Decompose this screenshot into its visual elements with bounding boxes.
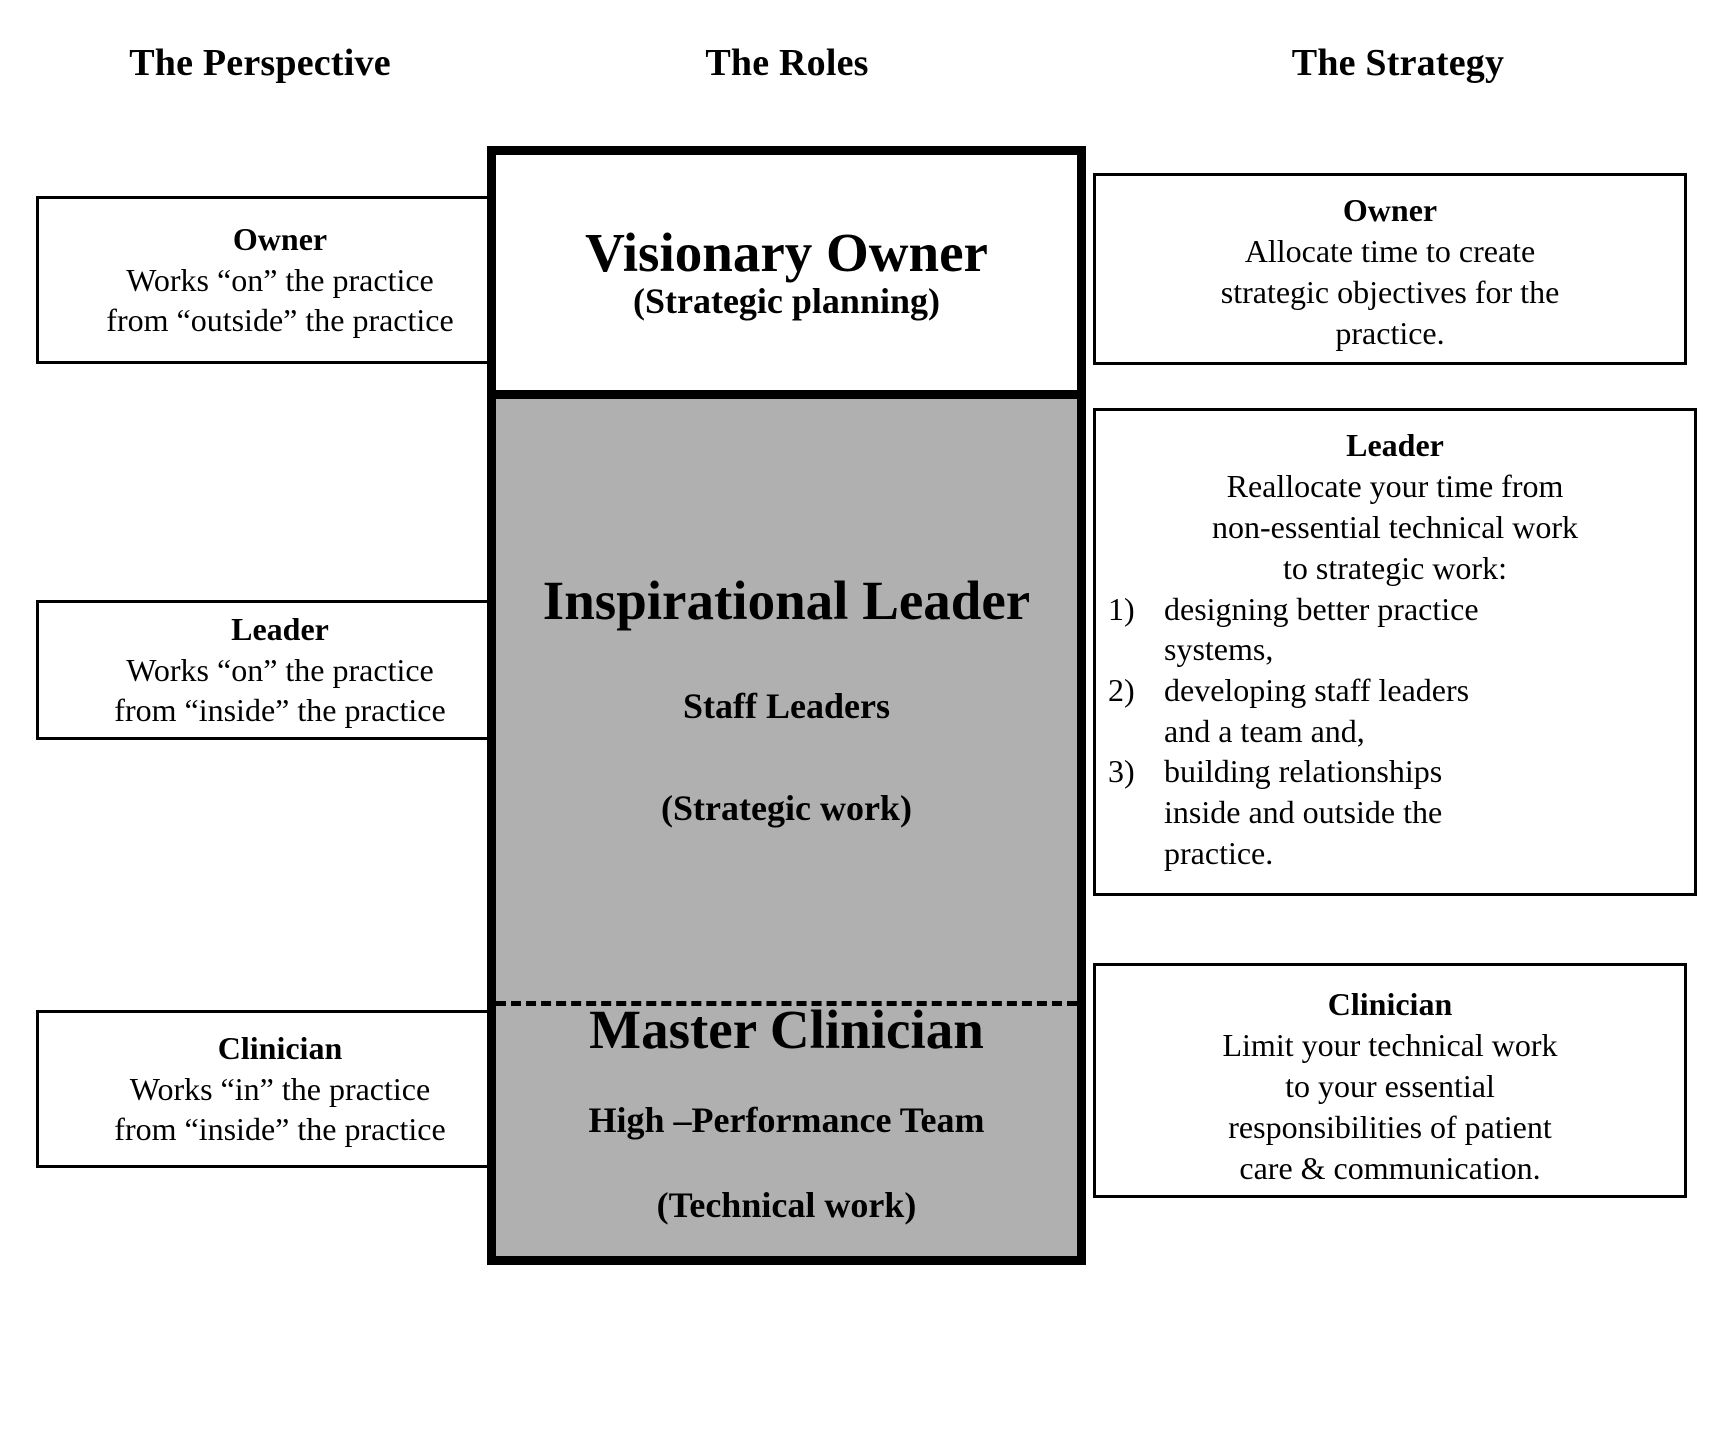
strategy-owner-title: Owner [1342, 192, 1438, 228]
list-item-line2: inside and outside the [1164, 793, 1443, 830]
perspective-owner-title: Owner [232, 220, 328, 257]
perspective-leader-title: Leader [231, 610, 329, 647]
strategy-clinician-line3: responsibilities of patient [1228, 1108, 1552, 1145]
list-item-number: 3) [1108, 753, 1135, 790]
role-box-master-clinician: Master Clinician High –Performance Team … [496, 1001, 1077, 1256]
role-dashed-divider [496, 1001, 1077, 1006]
column-header-roles: The Roles [705, 42, 869, 84]
strategy-leader-line3: to strategic work: [1283, 549, 1507, 586]
perspective-box-leader: Leader Works “on” the practice from “ins… [36, 600, 524, 740]
list-item-text: developing staff leaders and a team and, [1164, 670, 1682, 751]
strategy-owner-line3: practice. [1335, 314, 1445, 351]
role-gray-region: Inspirational Leader Staff Leaders (Stra… [496, 399, 1077, 1256]
strategy-box-clinician: Clinician Limit your technical work to y… [1093, 963, 1687, 1198]
strategy-clinician-line1: Limit your technical work [1222, 1026, 1558, 1063]
role-box-inspirational-leader: Inspirational Leader Staff Leaders (Stra… [496, 399, 1077, 1001]
role-master-paren: (Technical work) [656, 1185, 917, 1226]
list-item-line3: practice. [1164, 834, 1274, 871]
strategy-leader-list: 1) designing better practice systems, 2)… [1108, 589, 1682, 873]
perspective-box-owner: Owner Works “on” the practice from “outs… [36, 196, 524, 364]
perspective-clinician-line2: from “inside” the practice [114, 1111, 446, 1148]
role-master-title: Master Clinician [589, 999, 984, 1060]
perspective-clinician-line1: Works “in” the practice [129, 1070, 431, 1107]
roles-stack: Visionary Owner (Strategic planning) Ins… [487, 146, 1086, 1265]
role-box-visionary-owner: Visionary Owner (Strategic planning) [496, 155, 1077, 399]
strategy-box-owner: Owner Allocate time to create strategic … [1093, 173, 1687, 365]
perspective-leader-line2: from “inside” the practice [114, 692, 446, 729]
list-item-number: 2) [1108, 672, 1135, 709]
list-item-text: designing better practice systems, [1164, 589, 1682, 670]
list-item: 2) developing staff leaders and a team a… [1108, 670, 1682, 751]
list-item: 1) designing better practice systems, [1108, 589, 1682, 670]
strategy-box-leader: Leader Reallocate your time from non-ess… [1093, 408, 1697, 896]
column-header-strategy: The Strategy [1291, 42, 1505, 84]
list-item: 3) building relationships inside and out… [1108, 751, 1682, 873]
list-item-line1: designing better practice [1164, 590, 1479, 627]
strategy-leader-title: Leader [1346, 427, 1444, 463]
list-item-line1: building relationships [1164, 753, 1443, 790]
perspective-box-clinician: Clinician Works “in” the practice from “… [36, 1010, 524, 1168]
list-item-text: building relationships inside and outsid… [1164, 751, 1682, 873]
strategy-owner-line1: Allocate time to create [1244, 232, 1536, 269]
strategy-leader-line2: non-essential technical work [1211, 508, 1579, 545]
role-inspirational-paren: (Strategic work) [661, 787, 912, 828]
role-inspirational-subtitle: Staff Leaders [683, 686, 890, 727]
perspective-owner-line1: Works “on” the practice [126, 261, 434, 298]
role-visionary-paren: (Strategic planning) [632, 280, 940, 321]
strategy-clinician-line4: care & communication. [1239, 1149, 1541, 1186]
role-master-subtitle: High –Performance Team [588, 1100, 985, 1141]
list-item-number: 1) [1108, 590, 1135, 627]
perspective-clinician-title: Clinician [217, 1029, 343, 1066]
strategy-clinician-line2: to your essential [1285, 1067, 1495, 1104]
strategy-clinician-title: Clinician [1327, 986, 1453, 1022]
list-item-line2: and a team and, [1164, 712, 1365, 749]
strategy-owner-line2: strategic objectives for the [1220, 273, 1560, 310]
column-header-perspective: The Perspective [129, 42, 391, 84]
perspective-owner-line2: from “outside” the practice [106, 302, 454, 339]
list-item-line2: systems, [1164, 631, 1274, 668]
perspective-leader-line1: Works “on” the practice [126, 651, 434, 688]
list-item-line1: developing staff leaders [1164, 672, 1470, 709]
role-inspirational-title: Inspirational Leader [542, 569, 1031, 631]
strategy-leader-line1: Reallocate your time from [1226, 467, 1564, 504]
role-visionary-title: Visionary Owner [585, 221, 988, 283]
